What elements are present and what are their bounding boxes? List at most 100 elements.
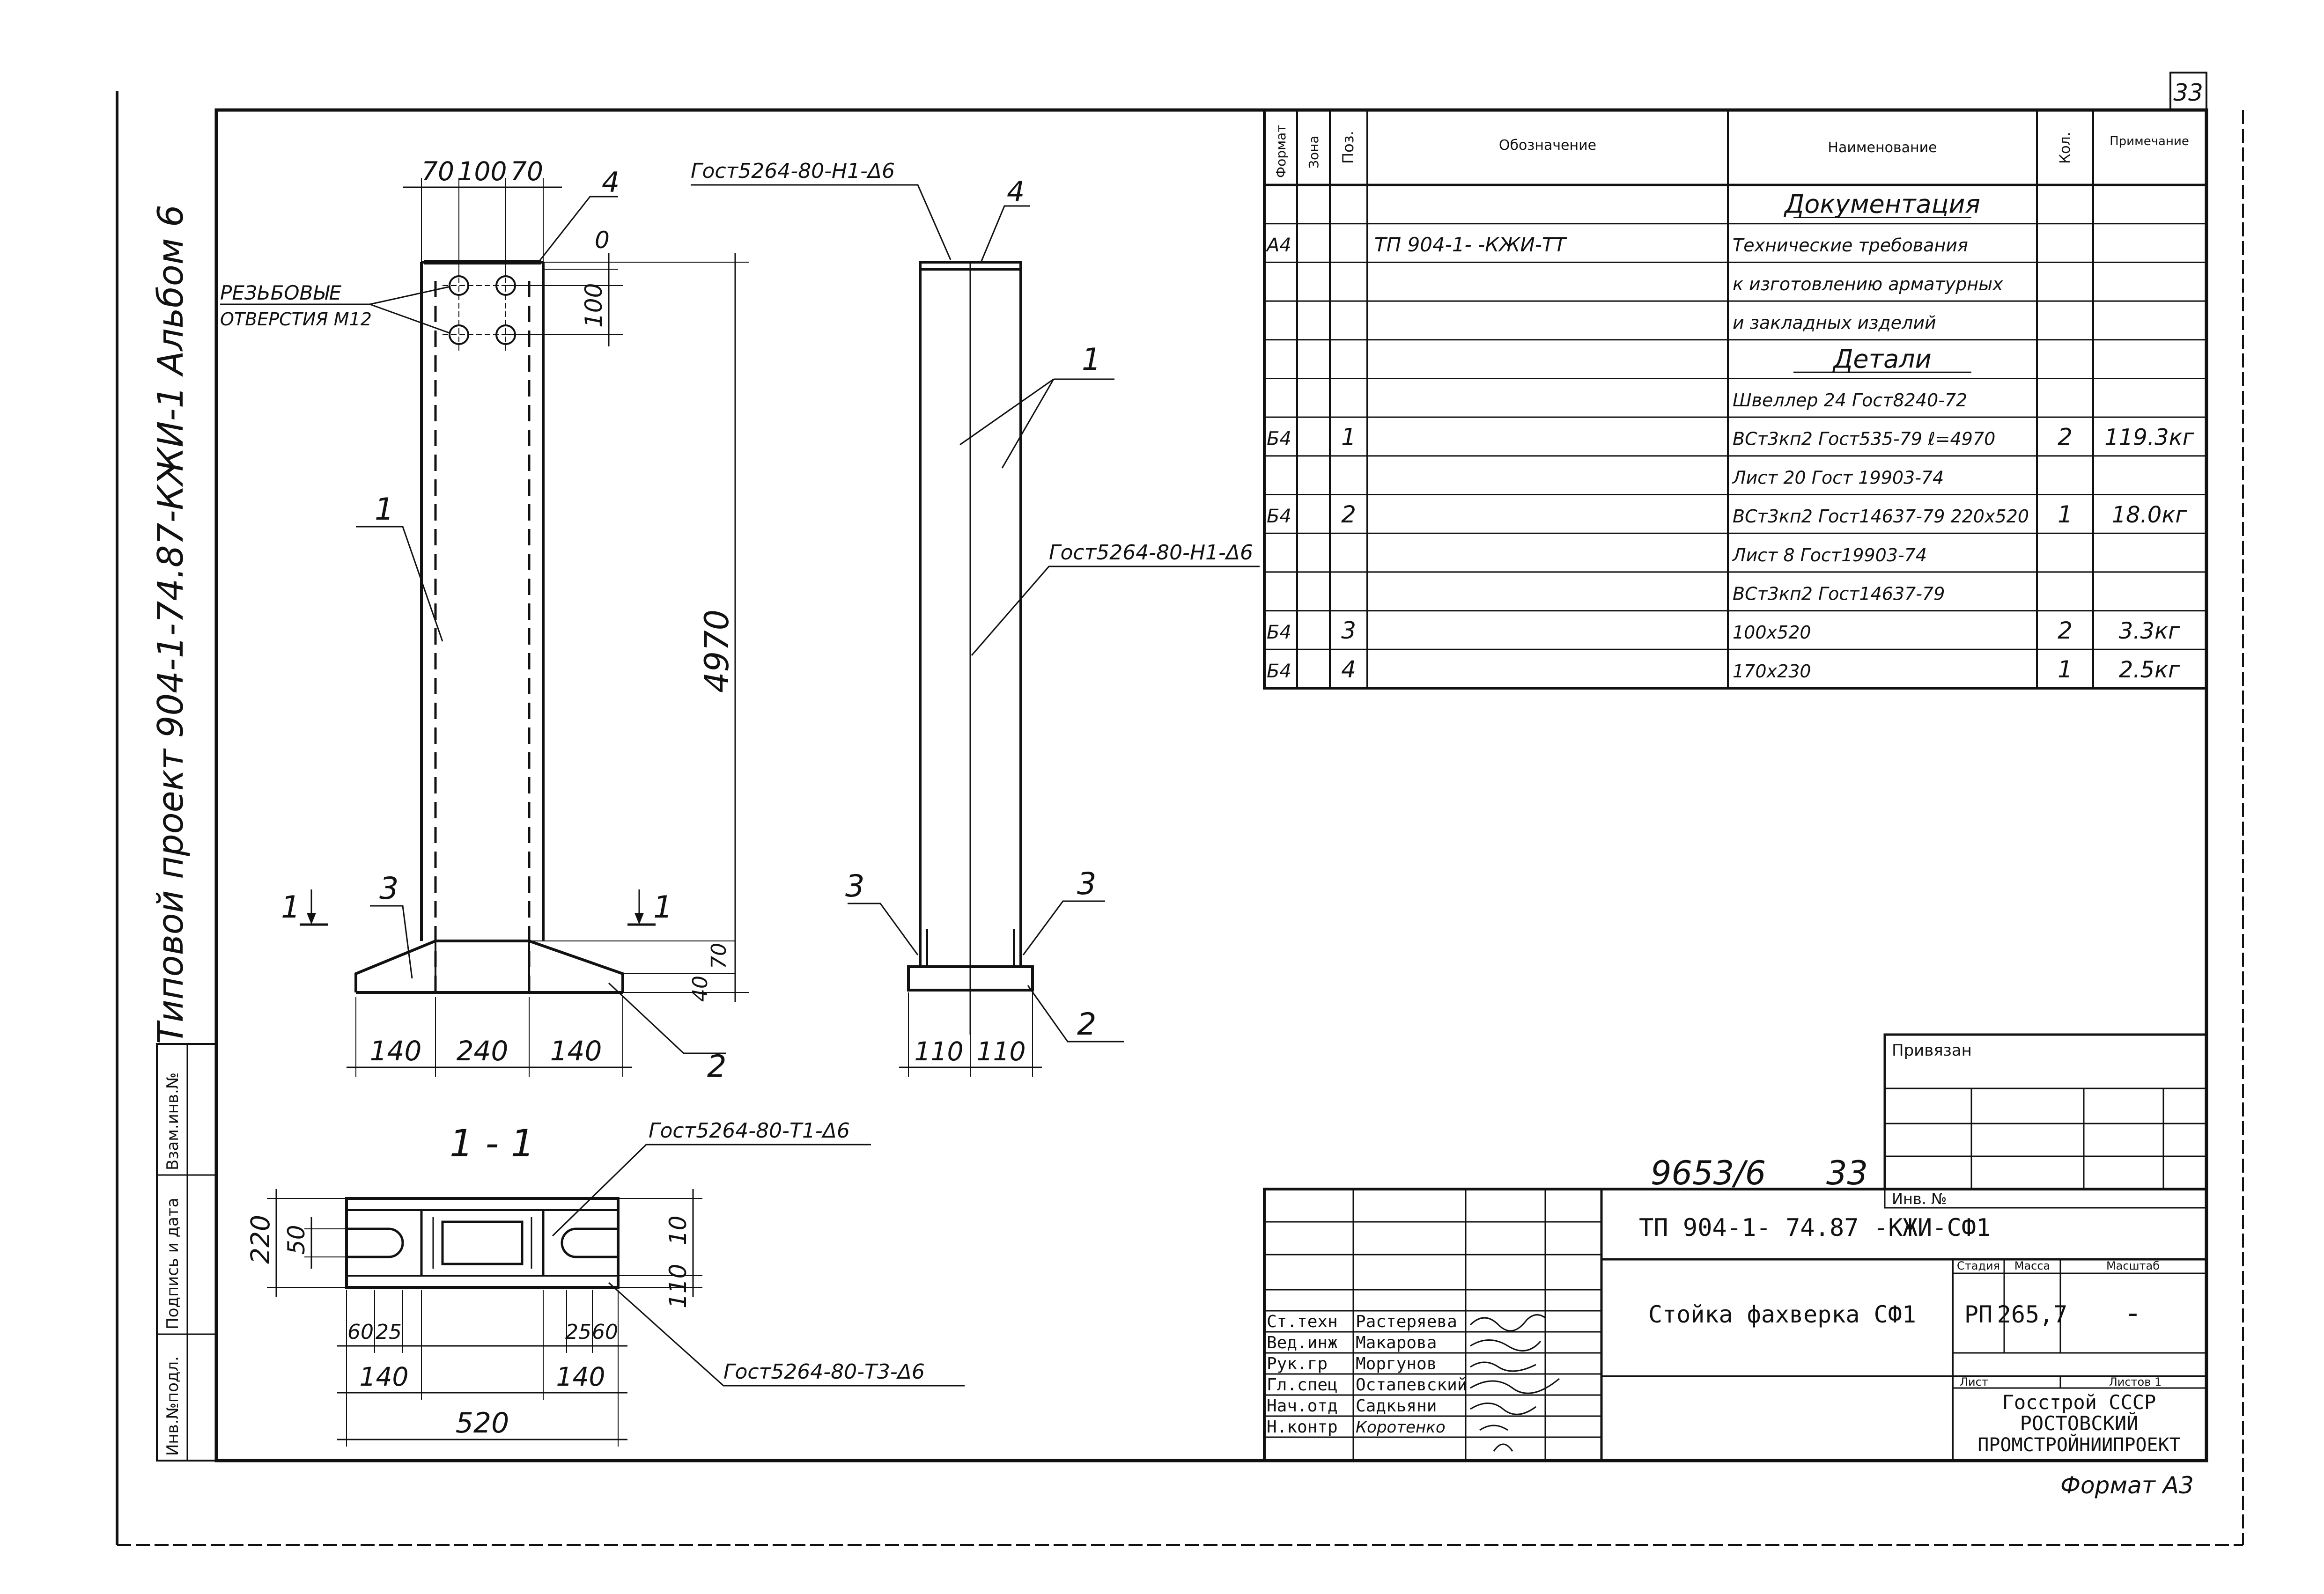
spec-cell-name: ВСт3кп2 Гост14637-79 220х520 (1733, 506, 2029, 527)
side-pos-1: 1 (1082, 342, 1101, 377)
role-2: Рук.гр (1267, 1354, 1328, 1374)
front-view: 70 100 70 4 0 100 РЕЗЬБОВЫЕ ОТВЕРСТИЯ М1… (220, 156, 749, 1084)
spec-cell-format: Б4 (1267, 428, 1291, 450)
side-weld-mid: Гост5264-80-Н1-Δ6 (1049, 541, 1253, 565)
org-line-2: РОСТОВСКИЙ (2020, 1411, 2139, 1435)
front-top-dim-3: 70 (510, 156, 543, 186)
section-mark-left: 1 (281, 890, 300, 925)
front-base-dim-2: 240 (457, 1035, 509, 1067)
role-3: Гл.спец (1267, 1375, 1338, 1395)
section-dim-140-left: 140 (360, 1362, 409, 1392)
scale-value: - (2128, 1297, 2138, 1330)
org-line-3: ПРОМСТРОЙНИИПРОЕКТ (1977, 1433, 2180, 1456)
person-5: Коротенко (1356, 1418, 1446, 1437)
inv-block: 9653/6 33 Инв. № (1651, 1154, 2207, 1209)
sheet-number: 33 (2173, 79, 2203, 106)
spec-cell-note: 3.3кг (2119, 618, 2180, 644)
front-top-dim-1: 70 (421, 156, 454, 186)
spec-cell-designation: ТП 904-1- -КЖИ-ТТ (1374, 233, 1568, 256)
mass-label: Масса (2014, 1259, 2051, 1272)
spec-cell-note: 18.0кг (2111, 502, 2187, 528)
stage-label: Стадия (1957, 1259, 2000, 1272)
spec-cell-qty: 1 (2058, 501, 2073, 528)
side-pos-4: 4 (1007, 176, 1025, 208)
front-pos-2: 2 (707, 1049, 726, 1084)
signature-marks (1469, 1314, 1560, 1452)
role-5: Н.контр (1267, 1418, 1338, 1437)
person-0: Растеряева (1356, 1312, 1457, 1331)
section-weld-bottom: Гост5264-80-Т3-Δ6 (723, 1360, 925, 1384)
sheet-label: Лист (1960, 1375, 1988, 1388)
spec-cell-pos: 2 (1341, 501, 1356, 528)
section-dim-520: 520 (456, 1407, 509, 1440)
spec-cell-name: Лист 20 Гост 19903-74 (1732, 467, 1944, 488)
spec-header-pos: Поз. (1339, 131, 1357, 164)
spec-cell-name: ВСт3кп2 Гост14637-79 (1733, 583, 1945, 604)
spec-header-note: Примечание (2110, 134, 2189, 148)
front-pos-1: 1 (375, 492, 394, 527)
binding-box: Привязан (1883, 1033, 2208, 1190)
side-stamp: Инв.№подл. Подпись и дата Взам.инв.№ (156, 1043, 217, 1462)
front-base-dim-1: 140 (370, 1035, 422, 1067)
inv-label: Инв. № (1892, 1190, 1947, 1208)
front-pos-3: 3 (379, 871, 398, 906)
stamp-label-replace: Взам.инв.№ (163, 1072, 182, 1170)
section-mark-right: 1 (653, 890, 672, 925)
role-4: Нач.отд (1267, 1396, 1338, 1416)
format-label: Формат А3 (2060, 1472, 2194, 1499)
spec-cell-format: Б4 (1267, 661, 1291, 682)
person-2: Моргунов (1356, 1354, 1437, 1374)
section-dim-50: 50 (283, 1225, 310, 1255)
bolt-note-line2: ОТВЕРСТИЯ М12 (220, 309, 372, 330)
role-0: Ст.техн (1267, 1312, 1338, 1331)
section-dim-25-left: 25 (376, 1320, 402, 1344)
spec-cell-name: Технические требования (1733, 235, 1968, 256)
section-dim-10: 10 (664, 1215, 692, 1245)
spec-cell-name: 170х230 (1733, 661, 1811, 682)
spec-cell-pos: 4 (1341, 656, 1356, 683)
section-view: 1 - 1 220 50 10 110 (245, 1119, 965, 1447)
scale-label: Масштаб (2106, 1259, 2160, 1272)
spec-cell-note: 119.3кг (2104, 425, 2194, 451)
person-4: Садкьяни (1356, 1396, 1437, 1416)
doc-name: Стойка фахверка СФ1 (1648, 1301, 1916, 1328)
spec-cell-qty: 2 (2058, 617, 2073, 644)
spec-header-name: Наименование (1828, 140, 1937, 156)
spec-cell-pos: 1 (1341, 424, 1356, 451)
section-dim-140-right: 140 (556, 1362, 605, 1392)
spec-cell-name: Документация (1784, 190, 1980, 219)
spec-cell-pos: 3 (1341, 617, 1356, 644)
org-line-1: Госстрой СССР (2002, 1391, 2156, 1414)
side-pos-2: 2 (1077, 1007, 1096, 1042)
doc-code: ТП 904-1- 74.87 -КЖИ-СФ1 (1639, 1214, 1991, 1242)
section-weld-top: Гост5264-80-Т1-Δ6 (649, 1119, 850, 1143)
side-view: Гост5264-80-Н1-Δ6 4 1 Гост5264-80-Н1-Δ6 … (691, 159, 1260, 1077)
spec-cell-name: и закладных изделий (1733, 313, 1936, 333)
bolt-note-line1: РЕЗЬБОВЫЕ (220, 281, 342, 304)
front-hole-dim-0: 0 (595, 227, 610, 254)
spec-cell-name: к изготовлению арматурных (1733, 274, 2003, 294)
spec-cell-name: Лист 8 Гост19903-74 (1732, 545, 1927, 566)
spec-header-zone: Зона (1306, 135, 1321, 169)
side-title: Типовой проект 904-1-74.87-КЖИ-1 Альбом … (150, 205, 191, 1044)
spec-header-format: Формат (1273, 125, 1289, 178)
inv-sheet: 33 (1826, 1154, 1868, 1192)
spec-cell-qty: 2 (2058, 424, 2073, 451)
side-pos-3-left: 3 (845, 869, 864, 904)
binding-label: Привязан (1892, 1041, 1972, 1060)
section-dim-60-right: 60 (592, 1320, 618, 1344)
stamp-label-inv: Инв.№подл. (163, 1356, 182, 1456)
spec-header-qty: Кол. (2057, 132, 2073, 164)
spec-cell-format: Б4 (1267, 622, 1291, 643)
front-top-dim-2: 100 (458, 156, 507, 186)
front-base-dim-3: 140 (550, 1035, 602, 1067)
spec-cell-note: 2.5кг (2119, 657, 2180, 683)
spec-cell-name: Детали (1832, 344, 1932, 374)
role-1: Вед.инж (1267, 1333, 1338, 1352)
side-weld-top: Гост5264-80-Н1-Δ6 (691, 159, 895, 183)
stamp-label-sign: Подпись и дата (163, 1197, 182, 1330)
section-dim-60-left: 60 (347, 1320, 374, 1344)
spec-cell-qty: 1 (2058, 656, 2073, 683)
spec-cell-name: 100х520 (1733, 622, 1811, 643)
